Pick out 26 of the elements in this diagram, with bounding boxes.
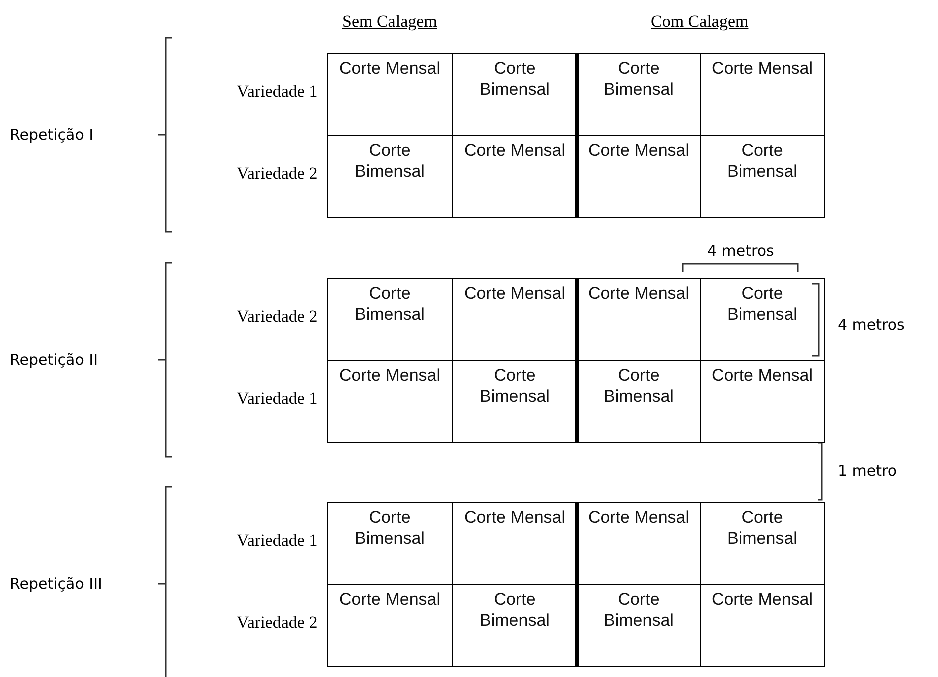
row-label: Variedade 2 — [237, 613, 318, 633]
row-label: Variedade 2 — [237, 307, 318, 327]
plot-cell: Corte Mensal — [700, 584, 825, 667]
plot-cell: Corte Mensal — [327, 53, 453, 136]
block-label: Repetição II — [10, 351, 98, 369]
block-label: Repetição III — [10, 575, 102, 593]
plot-cell: Corte Bimensal — [700, 502, 825, 585]
column-header: Sem Calagem — [342, 12, 438, 32]
plot-cell: Corte Bimensal — [700, 135, 825, 218]
dimension-label: 4 metros — [708, 242, 774, 260]
dimension-label: 1 metro — [838, 462, 898, 480]
row-label: Variedade 2 — [237, 164, 318, 184]
row-label: Variedade 1 — [237, 531, 318, 551]
plot-cell: Corte Bimensal — [327, 278, 453, 361]
dimension-label: 4 metros — [838, 316, 905, 334]
plot-cell: Corte Mensal — [327, 584, 453, 667]
plot-cell: Corte Mensal — [700, 53, 825, 136]
plot-cell: Corte Mensal — [327, 360, 453, 443]
row-label: Variedade 1 — [237, 389, 318, 409]
plot-cell: Corte Bimensal — [327, 502, 453, 585]
column-header: Com Calagem — [651, 12, 749, 32]
plot-cell: Corte Bimensal — [327, 135, 453, 218]
row-label: Variedade 1 — [237, 82, 318, 102]
plot-cell: Corte Mensal — [700, 360, 825, 443]
plot-cell: Corte Bimensal — [700, 278, 825, 361]
block-label: Repetição I — [10, 126, 94, 144]
